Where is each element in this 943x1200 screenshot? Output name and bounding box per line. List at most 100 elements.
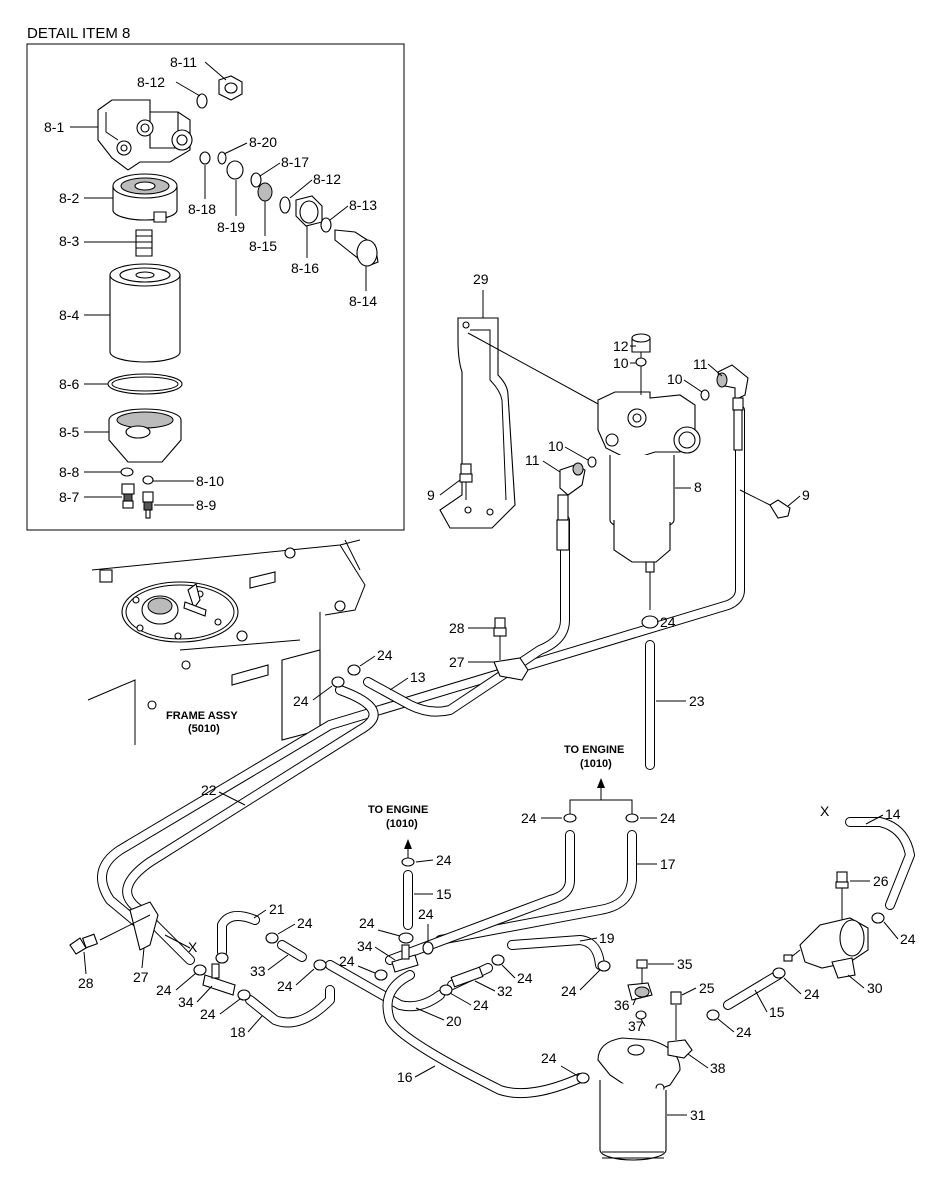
label-28b: 28 [78, 975, 94, 991]
tee-34-left [202, 963, 236, 996]
label-24o: 24 [561, 983, 577, 999]
label-9a: 9 [427, 487, 435, 503]
bolt-26 [835, 871, 849, 920]
label-8-11: 8-11 [170, 54, 197, 70]
label-15a: 15 [436, 886, 452, 902]
label-21: 21 [269, 901, 285, 917]
o-ring-10c [587, 456, 597, 468]
bracket-29 [439, 317, 516, 529]
label-8-1: 8-1 [44, 119, 64, 135]
label-13: 13 [410, 669, 426, 685]
label-24i: 24 [418, 906, 434, 922]
x-marker-right: X [820, 803, 830, 819]
x-marker-left: X [188, 939, 198, 955]
fitting-24s [193, 964, 207, 976]
label-35: 35 [677, 956, 693, 972]
fitting-24c [563, 813, 577, 823]
fitting-24j [576, 1072, 590, 1084]
label-8-14: 8-14 [349, 293, 377, 309]
label-32: 32 [497, 983, 513, 999]
fitting-24l [491, 954, 505, 966]
to-engine-number-1: (1010) [580, 758, 612, 770]
label-24t: 24 [541, 1050, 557, 1066]
label-8-5: 8-5 [59, 424, 79, 440]
label-36: 36 [614, 997, 630, 1013]
label-28a: 28 [449, 620, 465, 636]
filter-31 [597, 1037, 681, 1161]
connector-32 [450, 966, 484, 988]
label-10a: 10 [613, 355, 629, 371]
elbow-11-upper [716, 364, 749, 451]
fitting-24k [597, 960, 611, 972]
elbow-8-14 [334, 229, 379, 267]
label-10b: 10 [667, 371, 683, 387]
fitting-24g [871, 912, 885, 924]
label-24k: 24 [339, 953, 355, 969]
label-24q: 24 [200, 1006, 216, 1022]
x-marker-line-left [164, 934, 191, 949]
label-24r: 24 [473, 997, 489, 1013]
clamp-27-upper [493, 657, 529, 681]
tee-34-center [391, 944, 419, 973]
frame-assy: FRAME ASSY (5010) [87, 539, 366, 745]
bolt-28-upper [493, 617, 507, 660]
label-8-9: 8-9 [196, 497, 216, 513]
to-engine-label-2: TO ENGINE [368, 804, 428, 816]
label-8-10: 8-10 [196, 473, 224, 489]
o-ring-10b [700, 389, 710, 401]
label-24a: 24 [660, 614, 676, 630]
fitting-24a [347, 664, 361, 676]
bolt-9-left [459, 463, 473, 500]
label-24g: 24 [297, 915, 313, 931]
label-24e: 24 [660, 810, 676, 826]
hoses [97, 405, 915, 1099]
label-30: 30 [867, 980, 883, 996]
o-ring-8-12b [279, 196, 291, 214]
callout-labels: 29 12 10 11 10 10 11 8 9 9 28 27 24 24 1… [78, 271, 916, 1123]
filter-head-detail [97, 99, 193, 171]
detail-frame [26, 43, 405, 531]
fitting-24o [374, 969, 388, 981]
label-8: 8 [694, 479, 702, 495]
label-8-12a: 8-12 [137, 74, 165, 90]
fitting-24b [331, 676, 345, 688]
o-ring-8-8 [120, 467, 134, 477]
sleeve-8-16 [295, 195, 323, 227]
filter-cap-8-2 [112, 173, 178, 223]
frame-assy-number: (5010) [188, 723, 220, 735]
nut-8-15 [257, 182, 273, 202]
label-18: 18 [230, 1024, 246, 1040]
detail-title: DETAIL ITEM 8 [27, 25, 130, 42]
label-33: 33 [250, 963, 266, 979]
fitting-24t [237, 989, 251, 1001]
bolt-9-right [739, 489, 791, 519]
to-engine-arrow-2: TO ENGINE (1010) [368, 804, 428, 860]
fitting-24m [439, 984, 453, 996]
bolt-28-lower [69, 933, 99, 955]
label-29: 29 [473, 271, 489, 287]
label-24j: 24 [900, 931, 916, 947]
label-22: 22 [201, 782, 217, 798]
o-ring-8-17 [250, 172, 262, 188]
label-34b: 34 [178, 994, 194, 1010]
label-23: 23 [689, 693, 705, 709]
o-ring-8-12a [196, 93, 208, 109]
nipple-8-3 [135, 229, 153, 257]
main-fuel-filter-8 [597, 391, 701, 629]
label-14: 14 [885, 806, 901, 822]
label-15b: 15 [769, 1004, 785, 1020]
label-17: 17 [660, 856, 676, 872]
label-12: 12 [613, 338, 629, 354]
label-25: 25 [699, 980, 715, 996]
fitting-24r [313, 959, 327, 971]
label-24m: 24 [804, 986, 820, 1002]
filter-element-8-4 [109, 263, 181, 363]
label-9b: 9 [802, 487, 810, 503]
label-8-13: 8-13 [349, 197, 377, 213]
fitting-24p [215, 952, 229, 964]
label-8-17: 8-17 [281, 154, 309, 170]
label-24s: 24 [736, 1024, 752, 1040]
label-24b: 24 [377, 647, 393, 663]
frame-assy-label: FRAME ASSY [166, 710, 238, 722]
